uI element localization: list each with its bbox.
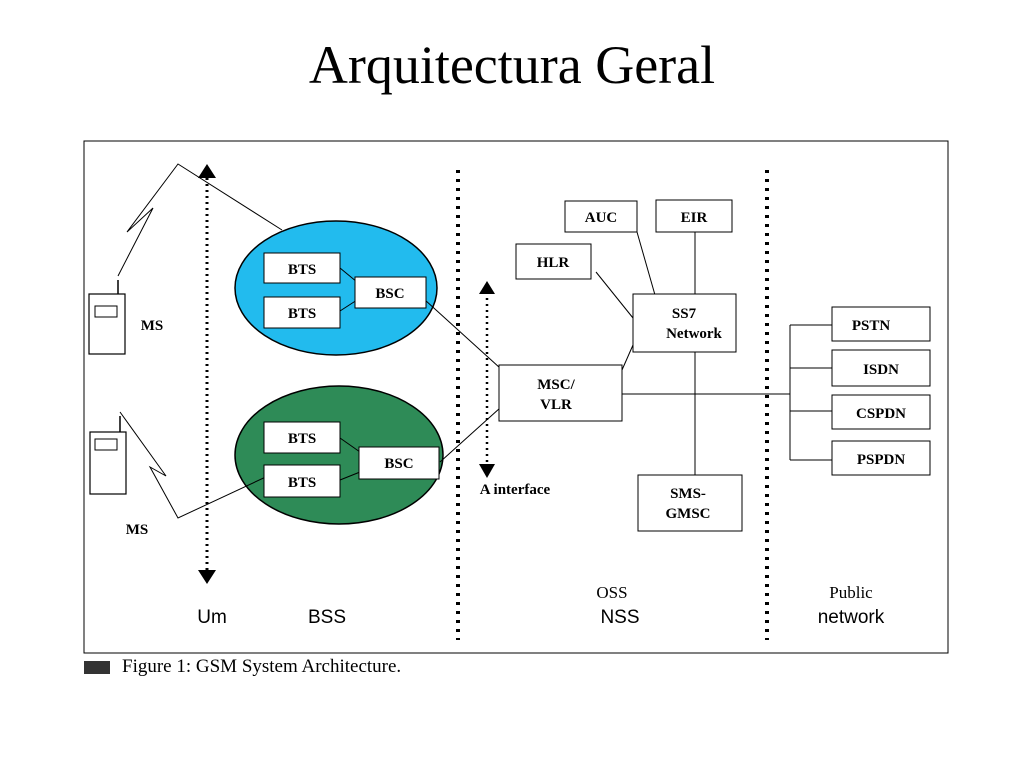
um-arrow bbox=[198, 164, 216, 584]
a-interface-arrow bbox=[479, 281, 495, 478]
bsc-label: BSC bbox=[384, 456, 413, 472]
bts-box bbox=[263, 296, 341, 329]
slide-title: Arquitectura Geral bbox=[308, 35, 716, 95]
pstn-label: PSTN bbox=[852, 318, 891, 334]
pstn-box bbox=[831, 306, 931, 342]
nss-links bbox=[595, 230, 832, 475]
hlr-box bbox=[515, 243, 592, 280]
cspdn-box bbox=[831, 394, 931, 430]
auc-box bbox=[564, 200, 638, 233]
isdn-box bbox=[831, 349, 931, 387]
network-label: network bbox=[818, 607, 885, 628]
ms-phone-bottom-icon bbox=[89, 416, 127, 495]
pspdn-label: PSPDN bbox=[857, 452, 906, 468]
radio-link-bottom bbox=[119, 411, 271, 519]
eir-label: EIR bbox=[681, 210, 708, 226]
bss-links bbox=[339, 267, 501, 481]
hlr-label: HLR bbox=[537, 255, 570, 271]
caption-marker bbox=[84, 660, 110, 674]
bss-label: BSS bbox=[308, 607, 346, 628]
pspdn-box bbox=[831, 440, 931, 476]
sms-gmsc-box bbox=[637, 474, 743, 532]
radio-link-top bbox=[117, 163, 283, 277]
sms-label-line1: SMS- bbox=[670, 486, 706, 502]
oss-label: OSS bbox=[596, 583, 627, 602]
bts-label: BTS bbox=[288, 475, 316, 491]
caption-text: Figure 1: GSM System Architecture. bbox=[122, 656, 402, 677]
gmsc-label-line2: GMSC bbox=[666, 506, 711, 522]
figure-caption: Figure 1: GSM System Architecture. bbox=[84, 656, 401, 678]
msc-label-line1: MSC/ bbox=[537, 377, 575, 393]
bts-box bbox=[263, 421, 341, 454]
ss7-label-line2: Network bbox=[666, 326, 722, 342]
bts-label: BTS bbox=[288, 306, 316, 322]
bts-box bbox=[263, 252, 341, 284]
a-interface-label: A interface bbox=[480, 482, 551, 498]
bsc-box bbox=[358, 446, 440, 480]
bts-label: BTS bbox=[288, 262, 316, 278]
eir-box bbox=[655, 199, 733, 233]
cspdn-label: CSPDN bbox=[856, 406, 906, 422]
um-label: Um bbox=[197, 607, 227, 628]
nss-label: NSS bbox=[600, 607, 639, 628]
bsc-label: BSC bbox=[375, 286, 404, 302]
public-label: Public bbox=[829, 583, 873, 602]
bsc-box bbox=[354, 276, 427, 309]
vlr-label-line2: VLR bbox=[540, 397, 572, 413]
bts-label: BTS bbox=[288, 431, 316, 447]
ms-label-bottom: MS bbox=[126, 522, 149, 538]
msc-vlr-box bbox=[498, 364, 623, 422]
isdn-label: ISDN bbox=[863, 362, 899, 378]
ms-phone-top-icon bbox=[88, 280, 126, 355]
ss7-label-line1: SS7 bbox=[672, 306, 697, 322]
auc-label: AUC bbox=[585, 210, 618, 226]
ms-label-top: MS bbox=[141, 318, 164, 334]
bts-box bbox=[263, 464, 341, 498]
ss7-box bbox=[632, 293, 737, 353]
